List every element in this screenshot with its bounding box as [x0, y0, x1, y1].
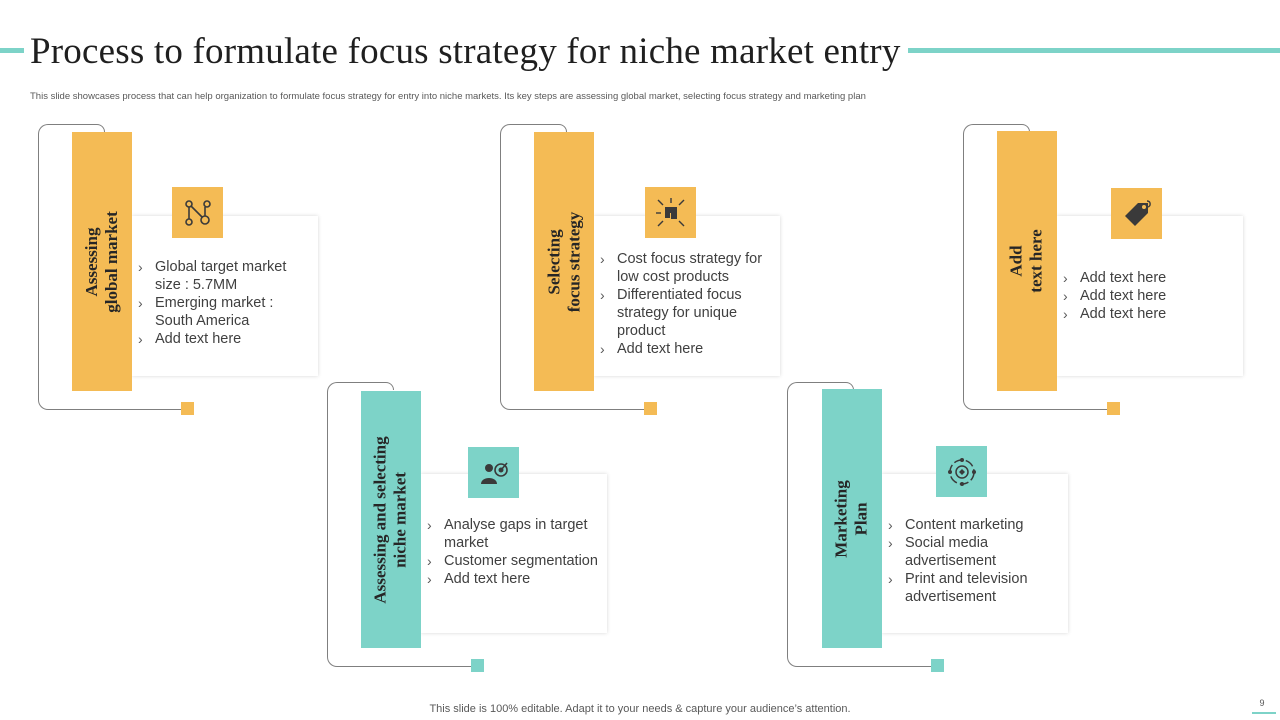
step-label: Selecting focus strategy — [544, 211, 583, 312]
bullet-item: Add text here — [1061, 269, 1237, 287]
bullet-item: Add text here — [425, 570, 601, 588]
step-label: Assessing global market — [82, 210, 121, 313]
bullet-item: Emerging market : South America — [136, 294, 312, 330]
bullet-item: Add text here — [1061, 287, 1237, 305]
bracket-foot — [1003, 409, 1107, 410]
step-marker-square — [644, 402, 657, 415]
bullet-item: Customer segmentation — [425, 552, 601, 570]
bullet-item: Analyse gaps in target market — [425, 516, 601, 552]
bullet-item: Cost focus strategy for low cost product… — [598, 250, 774, 286]
step-card: Add text here Add text here Add text her… — [1057, 216, 1243, 376]
step-label: Add text here — [1007, 229, 1046, 293]
step-marker-square — [931, 659, 944, 672]
page-title: Process to formulate focus strategy for … — [30, 31, 901, 72]
bracket-foot — [78, 409, 181, 410]
step-marker-square — [1107, 402, 1120, 415]
step-card: Content marketing Social media advertise… — [882, 474, 1068, 633]
page-number: 9 — [1259, 698, 1265, 708]
step-marker-square — [471, 659, 484, 672]
step-card: Global target market size : 5.7MM Emergi… — [132, 216, 318, 376]
step-bullet-list: Cost focus strategy for low cost product… — [598, 250, 774, 358]
target-person-icon — [468, 447, 519, 498]
bullet-item: Add text here — [598, 340, 774, 358]
page-subtitle: This slide showcases process that can he… — [30, 91, 866, 102]
bullet-item: Print and television advertisement — [886, 570, 1062, 606]
bracket-foot — [367, 666, 471, 667]
bullet-item: Global target market size : 5.7MM — [136, 258, 312, 294]
bullet-item: Add text here — [136, 330, 312, 348]
step-bullet-list: Content marketing Social media advertise… — [886, 516, 1062, 606]
step-card: Analyse gaps in target market Customer s… — [421, 474, 607, 633]
title-accent-right — [908, 48, 1280, 53]
bracket-cap — [359, 382, 394, 390]
bullet-item: Add text here — [1061, 305, 1237, 323]
step-bracket — [963, 124, 1003, 410]
step-label-bar: Assessing global market — [72, 132, 132, 391]
step-bracket — [327, 382, 367, 667]
marketing-cycle-icon — [936, 446, 987, 497]
bracket-foot — [540, 409, 644, 410]
bullet-item: Social media advertisement — [886, 534, 1062, 570]
network-people-icon — [172, 187, 223, 238]
step-card: Cost focus strategy for low cost product… — [594, 216, 780, 376]
step-bracket — [500, 124, 540, 410]
step-label-bar: Selecting focus strategy — [534, 132, 594, 391]
title-accent-left — [0, 48, 24, 53]
step-label-bar: Assessing and selecting niche market — [361, 391, 421, 648]
step-marker-square — [181, 402, 194, 415]
step-label: Assessing and selecting niche market — [371, 435, 410, 604]
step-bullet-list: Global target market size : 5.7MM Emergi… — [136, 258, 312, 348]
bracket-foot — [827, 666, 931, 667]
bullet-item: Content marketing — [886, 516, 1062, 534]
step-label-bar: Add text here — [997, 131, 1057, 391]
puzzle-burst-icon — [645, 187, 696, 238]
step-bracket — [787, 382, 827, 667]
price-tag-icon — [1111, 188, 1162, 239]
footer-note: This slide is 100% editable. Adapt it to… — [429, 703, 851, 715]
bracket-cap — [532, 124, 567, 132]
step-label-bar: Marketing Plan — [822, 389, 882, 648]
step-bullet-list: Analyse gaps in target market Customer s… — [425, 516, 601, 588]
bracket-cap — [70, 124, 105, 132]
step-bullet-list: Add text here Add text here Add text her… — [1061, 269, 1237, 323]
bullet-item: Differentiated focus strategy for unique… — [598, 286, 774, 340]
page-number-underline — [1252, 712, 1276, 714]
step-bracket — [38, 124, 78, 410]
step-label: Marketing Plan — [832, 479, 871, 558]
